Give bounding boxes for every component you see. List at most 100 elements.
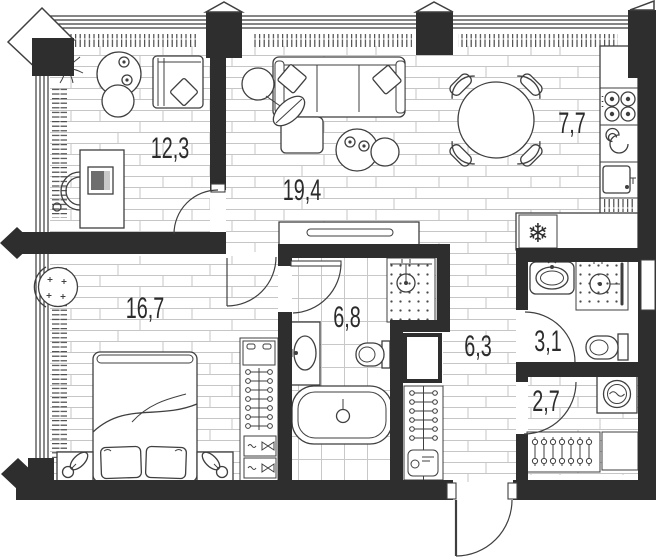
vacuum-icon: [407, 449, 439, 477]
hangers: [409, 390, 438, 441]
area-label-laundry: 2,7: [532, 385, 560, 418]
wall-diamond: [0, 227, 34, 259]
bathroom-sink: [289, 321, 321, 386]
pillar: [416, 12, 453, 55]
snowflake-icon: ❄: [527, 219, 549, 249]
area-label-living-room: 19,4: [283, 174, 322, 207]
freezer-box: [518, 214, 558, 249]
toilet: [585, 333, 629, 361]
bedroom-door: [226, 256, 277, 307]
armchair: [152, 55, 204, 109]
sideboard: [278, 221, 420, 249]
area-label-bedroom: 16,7: [126, 292, 165, 325]
wall: [16, 480, 453, 500]
study-door: [173, 189, 219, 235]
entry-door: [446, 482, 518, 557]
radiators: [50, 34, 618, 458]
dining-table: [457, 81, 535, 159]
radiator: [458, 34, 618, 47]
wall: [390, 320, 450, 332]
nightstand: [196, 451, 234, 484]
fridge-counter: ❄: [515, 212, 639, 251]
shower: [575, 257, 629, 311]
radiator: [252, 34, 412, 47]
area-label-bathroom: 6,8: [333, 301, 361, 334]
sofa: [272, 56, 406, 154]
wall: [528, 362, 638, 377]
bathroom-door: [290, 260, 342, 314]
wall: [516, 362, 528, 382]
area-label-kitchen: 7,7: [558, 107, 586, 140]
coffee-table-small: [370, 137, 400, 167]
wall: [210, 50, 226, 190]
hood-swirl-icon: [605, 127, 629, 154]
stove-icon: [601, 91, 636, 122]
cabinet: [601, 431, 639, 471]
nightstand: [56, 451, 94, 484]
pillow: [144, 445, 187, 480]
hangers: [245, 369, 273, 429]
wall: [278, 244, 450, 258]
shower-room-furniture: [529, 257, 629, 361]
corner-flag: [629, 0, 655, 11]
storage-boxes: [243, 435, 277, 479]
corner-pylon-core: [32, 38, 74, 76]
wall-diamond: [1, 458, 35, 490]
radiator: [50, 34, 196, 47]
wall: [278, 254, 292, 266]
washbasin: [529, 261, 575, 295]
pillars: [0, 0, 656, 490]
hallway-floor: [443, 252, 516, 482]
wardrobe: [239, 337, 279, 483]
wall: [278, 312, 292, 482]
pillow: [100, 445, 143, 480]
hallway-furniture: [403, 333, 444, 481]
monitor-icon: [87, 166, 114, 195]
corner-pillar: [628, 10, 656, 78]
wall: [516, 434, 528, 482]
wall: [516, 262, 528, 310]
radiator: [52, 86, 67, 218]
kitchen-sink-icon: [602, 165, 636, 194]
bathroom-furniture: [289, 257, 436, 445]
walls: [16, 10, 656, 500]
pillar-cap: [413, 1, 454, 13]
wall: [437, 258, 450, 332]
desk-chair: [52, 171, 81, 212]
laundry-furniture: [526, 374, 639, 473]
bed: [92, 351, 198, 483]
shower-room-door: [524, 311, 576, 363]
pillow: [372, 65, 402, 95]
shower: [386, 257, 436, 323]
laundry-door: [523, 381, 577, 435]
toilet: [355, 340, 391, 369]
side-table: [101, 84, 135, 118]
door-jamb: [210, 183, 226, 193]
wall: [513, 480, 656, 500]
w all: [390, 332, 403, 482]
pillar: [206, 12, 242, 58]
window-wall-top: [38, 15, 652, 29]
coat-rack: [526, 431, 601, 473]
wall: [516, 248, 656, 262]
area-label-shower-room: 3,1: [534, 325, 562, 358]
bedroom-furniture: [33, 266, 279, 484]
pouf: [33, 266, 79, 308]
pillow: [277, 64, 307, 94]
duct-shaft: [403, 333, 442, 383]
living-room-furniture: [241, 56, 420, 249]
pillar-cap: [203, 1, 245, 13]
area-label-study: 12,3: [151, 132, 190, 165]
doors: [173, 183, 577, 557]
wall: [16, 232, 226, 254]
chaise: [280, 116, 324, 154]
floor-lamp-icon: [241, 67, 306, 127]
area-label-hallway: 6,3: [464, 330, 492, 363]
wall-exterior-right: [638, 10, 656, 500]
room-labels: 12,3 19,4 7,7 16,7 6,8 6,3 3,1 2,7: [126, 107, 586, 418]
bathtub: [291, 385, 393, 445]
study-furniture: [49, 49, 204, 229]
pillow: [170, 78, 198, 106]
